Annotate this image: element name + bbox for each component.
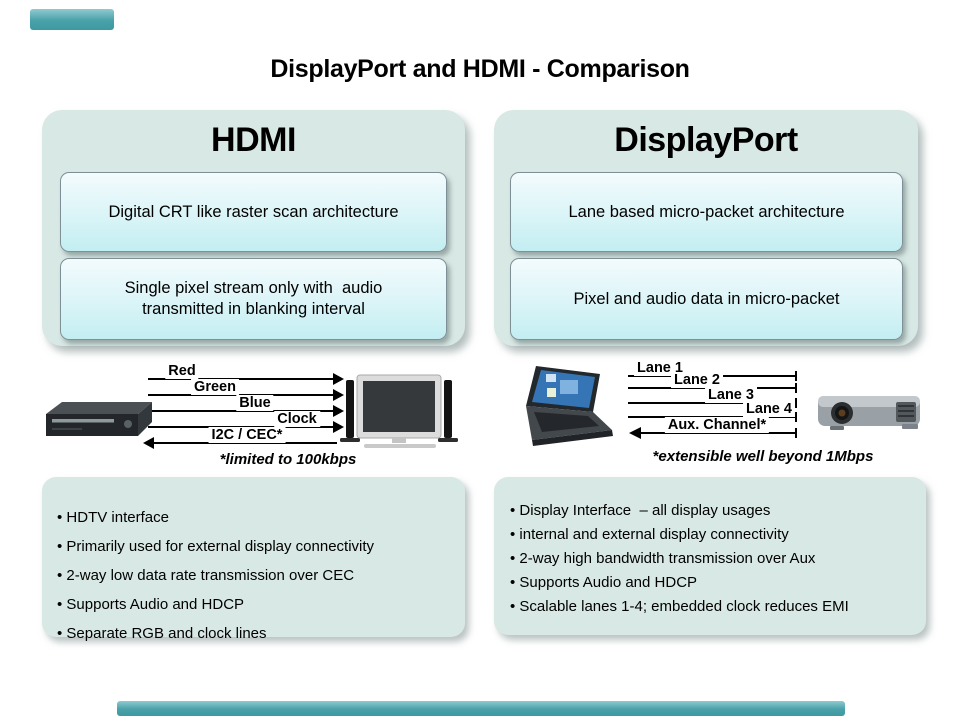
hdmi-features-list: HDTV interface Primarily used for extern…	[42, 477, 465, 648]
list-item: internal and external display connectivi…	[510, 523, 918, 547]
displayport-diagram-caption: *extensible well beyond 1Mbps	[652, 448, 874, 465]
list-item: HDTV interface	[57, 503, 457, 532]
hdmi-stream-text-line2: transmitted in blanking interval	[142, 300, 365, 318]
list-item: Supports Audio and HDCP	[510, 571, 918, 595]
displayport-panel-title: DisplayPort	[614, 121, 798, 159]
list-item: 2-way high bandwidth transmission over A…	[510, 547, 918, 571]
displayport-aux-label: Aux. Channel*	[664, 417, 770, 433]
displayport-lane2-label: Lane 2	[671, 372, 723, 388]
laptop-icon	[526, 366, 613, 446]
displayport-features-box: Display Interface – all display usages i…	[494, 477, 926, 635]
displayport-architecture-text: Lane based micro-packet architecture	[568, 202, 845, 221]
displayport-architecture-box: Lane based micro-packet architecture	[510, 172, 903, 252]
hdmi-signal-label-blue: Blue	[236, 395, 274, 411]
hdmi-panel: HDMI Digital CRT like raster scan archit…	[42, 110, 465, 346]
dvd-player-icon	[46, 402, 152, 436]
hdmi-stream-text-line1: Single pixel stream only with audio	[124, 279, 383, 297]
list-item: Supports Audio and HDCP	[57, 590, 457, 619]
hdmi-architecture-text: Digital CRT like raster scan architectur…	[108, 202, 399, 221]
top-left-accent-bar	[30, 9, 114, 30]
hdmi-diagram-caption: *limited to 100kbps	[219, 451, 357, 468]
list-item: Primarily used for external display conn…	[57, 532, 457, 561]
list-item: Separate RGB and clock lines	[57, 619, 457, 648]
hdmi-panel-title: HDMI	[211, 121, 296, 159]
page-title: DisplayPort and HDMI - Comparison	[270, 55, 690, 83]
projector-icon	[818, 396, 920, 430]
hdmi-diagram-graphic	[46, 373, 458, 449]
hdmi-stream-box: Single pixel stream only with audio tran…	[60, 258, 447, 340]
list-item: Scalable lanes 1-4; embedded clock reduc…	[510, 595, 918, 619]
hdmi-signal-label-clock: Clock	[274, 411, 320, 427]
displayport-stream-box: Pixel and audio data in micro-packet	[510, 258, 903, 340]
bottom-accent-bar	[117, 701, 845, 716]
displayport-diagram-graphic	[526, 366, 920, 446]
displayport-panel: DisplayPort Lane based micro-packet arch…	[494, 110, 918, 346]
list-item: Display Interface – all display usages	[510, 499, 918, 523]
list-item: 2-way low data rate transmission over CE…	[57, 561, 457, 590]
displayport-lane4-label: Lane 4	[743, 401, 795, 417]
hdmi-signal-label-green: Green	[191, 379, 239, 395]
hdmi-features-box: HDTV interface Primarily used for extern…	[42, 477, 465, 642]
hdmi-signal-label-red: Red	[165, 363, 199, 379]
tv-icon	[340, 374, 458, 448]
displayport-lane3-label: Lane 3	[705, 387, 757, 403]
displayport-stream-text: Pixel and audio data in micro-packet	[573, 289, 840, 308]
hdmi-architecture-box: Digital CRT like raster scan architectur…	[60, 172, 447, 252]
hdmi-connection-diagram: Red Green Blue Clock I2C / CEC* *limited…	[40, 358, 470, 472]
hdmi-signal-label-cec: I2C / CEC*	[208, 427, 286, 443]
displayport-features-list: Display Interface – all display usages i…	[494, 477, 926, 619]
displayport-connection-diagram: Lane 1 Lane 2 Lane 3 Lane 4 Aux. Channel…	[500, 358, 930, 472]
